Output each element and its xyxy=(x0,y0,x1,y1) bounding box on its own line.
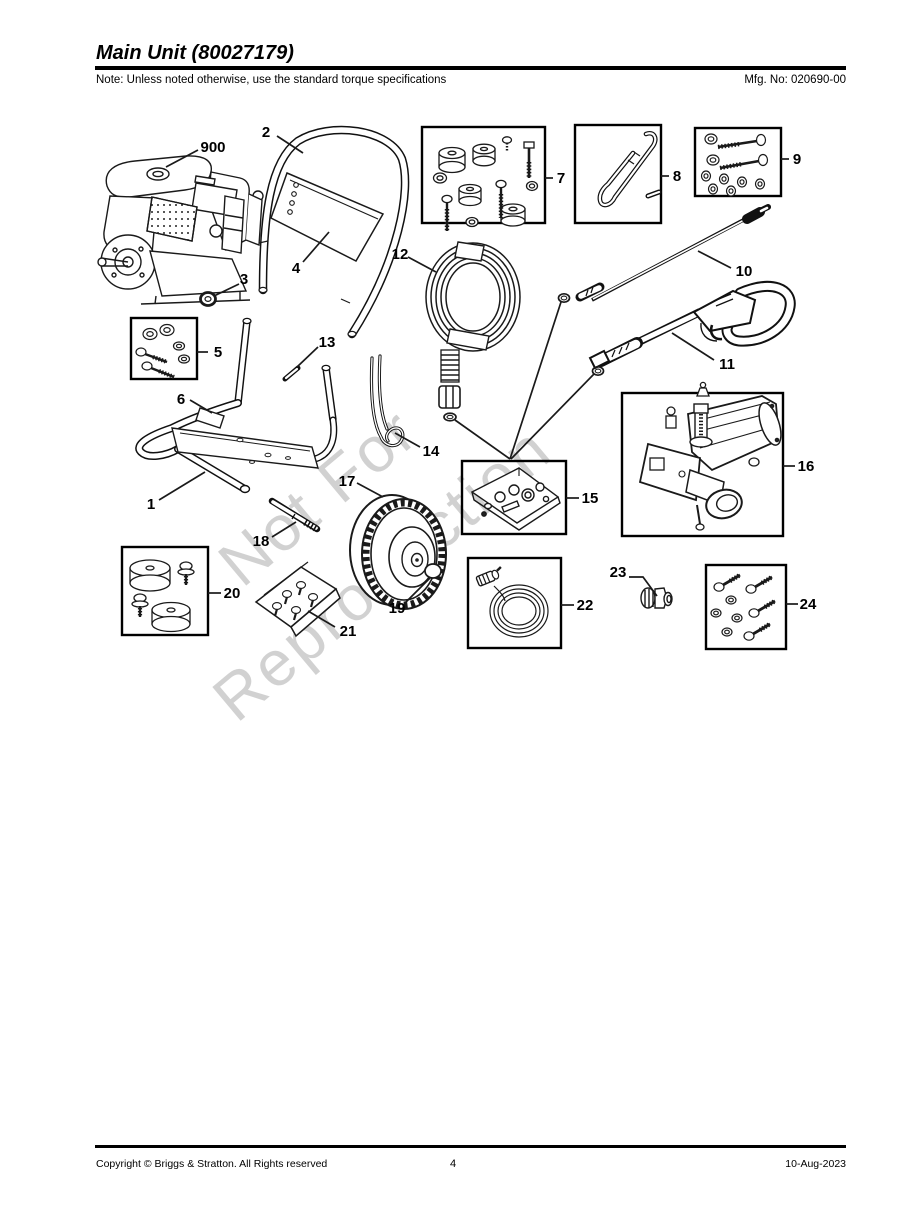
wire-clip-drawing xyxy=(369,354,405,448)
hardware-kit-box-7 xyxy=(420,125,547,225)
engine-assembly-drawing xyxy=(97,155,264,305)
bolt-kit-box-9 xyxy=(693,126,783,198)
callout-16: 16 xyxy=(798,458,815,475)
mfg-number: Mfg. No: 020690-00 xyxy=(744,74,846,86)
grommet-drawing xyxy=(199,291,217,307)
callout-11: 11 xyxy=(719,356,735,373)
handle-assembly-drawing xyxy=(258,125,410,339)
high-pressure-hose-drawing xyxy=(425,241,521,422)
cart-frame-drawing xyxy=(135,317,338,494)
callout-9: 9 xyxy=(793,151,801,168)
callout-13: 13 xyxy=(319,334,336,351)
callout-8: 8 xyxy=(673,168,681,185)
callout-2: 2 xyxy=(262,124,270,141)
feet-kit-20-contents xyxy=(129,559,195,633)
spray-gun-drawing xyxy=(588,280,796,377)
nozzle-pouch-drawing xyxy=(254,561,341,638)
hubcap-drawing xyxy=(424,563,442,579)
axle-drawing xyxy=(268,497,321,533)
bolt-kit-box-24 xyxy=(704,563,788,651)
callout-18: 18 xyxy=(253,533,270,550)
copyright-text: Copyright © Briggs & Stratton. All Right… xyxy=(96,1158,328,1170)
hardware-kit-7-contents xyxy=(432,136,539,231)
callout-1: 1 xyxy=(147,496,155,513)
callout-23: 23 xyxy=(610,564,627,581)
adapter-fitting-drawing xyxy=(640,587,673,609)
frame-label-plate xyxy=(195,407,225,429)
wheel-drawing xyxy=(349,494,447,610)
callout-6: 6 xyxy=(177,391,185,408)
callout-14: 14 xyxy=(423,443,440,460)
callout-5: 5 xyxy=(214,344,222,361)
bolt-kit-9-contents xyxy=(700,133,769,197)
nozzle-kit-15-contents xyxy=(470,467,561,531)
nut-bolt-kit-5-contents xyxy=(135,323,191,379)
callout-4: 4 xyxy=(292,260,301,277)
leader-lines xyxy=(158,135,798,628)
callout-19: 19 xyxy=(389,600,406,617)
bolt-kit-24-contents xyxy=(710,573,777,641)
callout-3: 3 xyxy=(240,271,248,288)
nut-bolt-kit-box-5 xyxy=(129,316,199,381)
callout-21: 21 xyxy=(340,623,357,640)
pin-drawing xyxy=(282,365,301,382)
pump-assembly-drawing xyxy=(638,381,782,531)
callout-7: 7 xyxy=(557,170,565,187)
callout-17: 17 xyxy=(339,473,356,490)
footer-date: 10-Aug-2023 xyxy=(785,1158,846,1170)
siphon-kit-box-22 xyxy=(466,556,563,650)
spray-wand-drawing xyxy=(557,204,771,304)
page-number: 4 xyxy=(449,1158,457,1170)
callout-24: 24 xyxy=(800,596,817,613)
torque-note: Note: Unless noted otherwise, use the st… xyxy=(96,74,447,86)
siphon-kit-22-contents xyxy=(475,566,549,638)
tube-kit-box-8 xyxy=(573,123,663,225)
feet-kit-box-20 xyxy=(120,545,210,637)
footer-rule xyxy=(95,1145,846,1148)
page-title: Main Unit (80027179) xyxy=(96,42,294,64)
tube-kit-8-contents xyxy=(597,131,662,208)
callout-20: 20 xyxy=(224,585,241,602)
header-rule xyxy=(95,66,846,70)
callout-12: 12 xyxy=(392,246,409,263)
callout-900: 900 xyxy=(200,139,225,156)
callout-10: 10 xyxy=(736,263,753,280)
callout-15: 15 xyxy=(582,490,599,507)
callout-22: 22 xyxy=(577,597,594,614)
